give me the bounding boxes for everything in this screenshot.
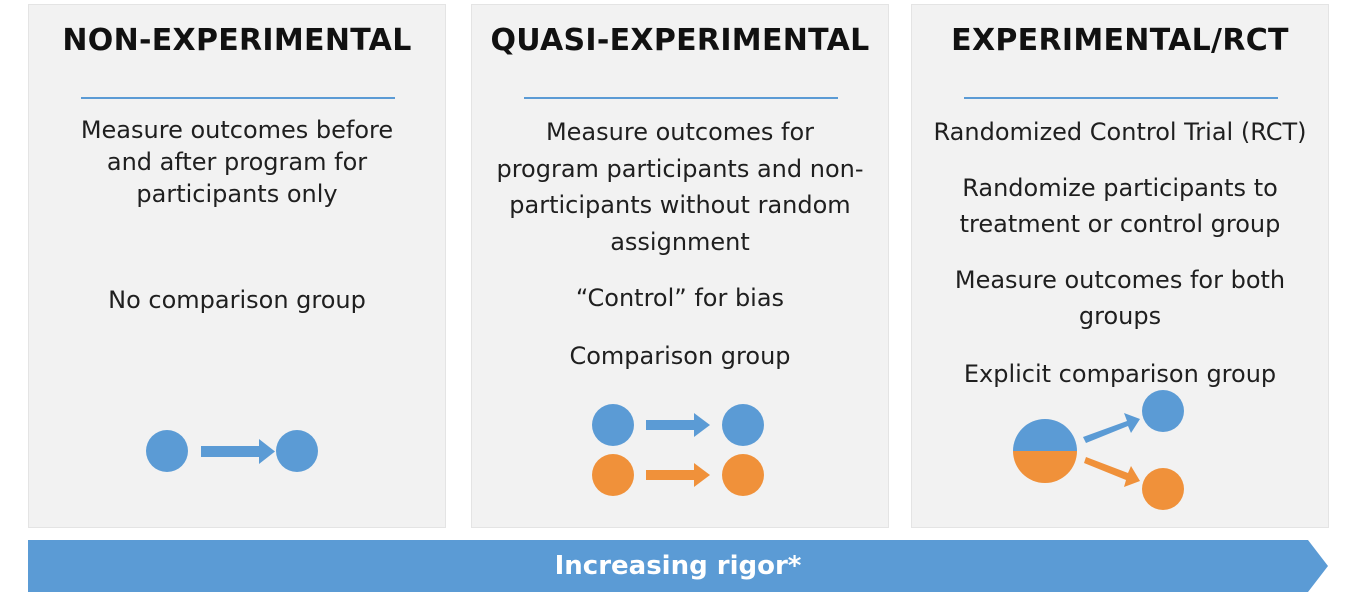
comparison-note: Comparison group [569, 342, 791, 370]
description-line: program participants and non- [496, 155, 864, 183]
treatment-arrow [1083, 413, 1140, 443]
description-line: participants without random [509, 191, 851, 219]
rct-label: Randomized Control Trial (RCT) [933, 118, 1307, 146]
comparison-note: No comparison group [108, 286, 366, 314]
rigor-arrow-shape [28, 540, 1328, 592]
before-circle [146, 430, 188, 472]
arrow-shaft [201, 446, 261, 457]
participant-arrow-shaft [646, 420, 696, 430]
title-divider [81, 97, 395, 99]
description-line: Measure outcomes for both [954, 266, 1286, 294]
treatment-circle [1142, 390, 1184, 432]
title-divider [524, 97, 838, 99]
after-circle [276, 430, 318, 472]
panel-title: QUASI-EXPERIMENTAL [490, 23, 870, 58]
description-line: Measure outcomes before [80, 116, 394, 144]
description-line: groups [1078, 302, 1162, 330]
description-line: participants only [136, 180, 338, 208]
arrow-head [259, 439, 275, 464]
panel-quasi-experimental: QUASI-EXPERIMENTAL Measure outcomes for … [471, 4, 889, 528]
comparison-before-circle [592, 454, 634, 496]
comparison-after-circle [722, 454, 764, 496]
participant-before-circle [592, 404, 634, 446]
pool-circle-top [1013, 419, 1077, 451]
description-line: Measure outcomes for [545, 118, 815, 146]
panel-non-experimental: NON-EXPERIMENTAL Measure outcomes before… [28, 4, 446, 528]
participant-arrow-head [694, 413, 710, 437]
control-circle [1142, 468, 1184, 510]
participant-after-circle [722, 404, 764, 446]
randomization-icon [1013, 390, 1184, 510]
comparison-icon [592, 404, 764, 496]
pool-circle-bottom [1013, 451, 1077, 483]
description-line: treatment or control group [959, 210, 1281, 238]
title-divider [964, 97, 1278, 99]
rigor-arrow: Increasing rigor* [28, 540, 1328, 592]
comparison-note: Explicit comparison group [963, 360, 1277, 388]
panel-experimental-rct: EXPERIMENTAL/RCT Randomized Control Tria… [911, 4, 1329, 528]
control-note: “Control” for bias [575, 284, 785, 312]
description-line: and after program for [106, 148, 368, 176]
control-arrow [1084, 457, 1140, 487]
comparison-arrow-shaft [646, 470, 696, 480]
description-line: assignment [610, 228, 750, 256]
rigor-label: Increasing rigor* [554, 551, 802, 581]
description-line: Randomize participants to [962, 174, 1278, 202]
panel-title: NON-EXPERIMENTAL [62, 23, 412, 58]
panel-title: EXPERIMENTAL/RCT [951, 23, 1289, 58]
pre-post-icon [146, 430, 318, 472]
comparison-arrow-head [694, 463, 710, 487]
